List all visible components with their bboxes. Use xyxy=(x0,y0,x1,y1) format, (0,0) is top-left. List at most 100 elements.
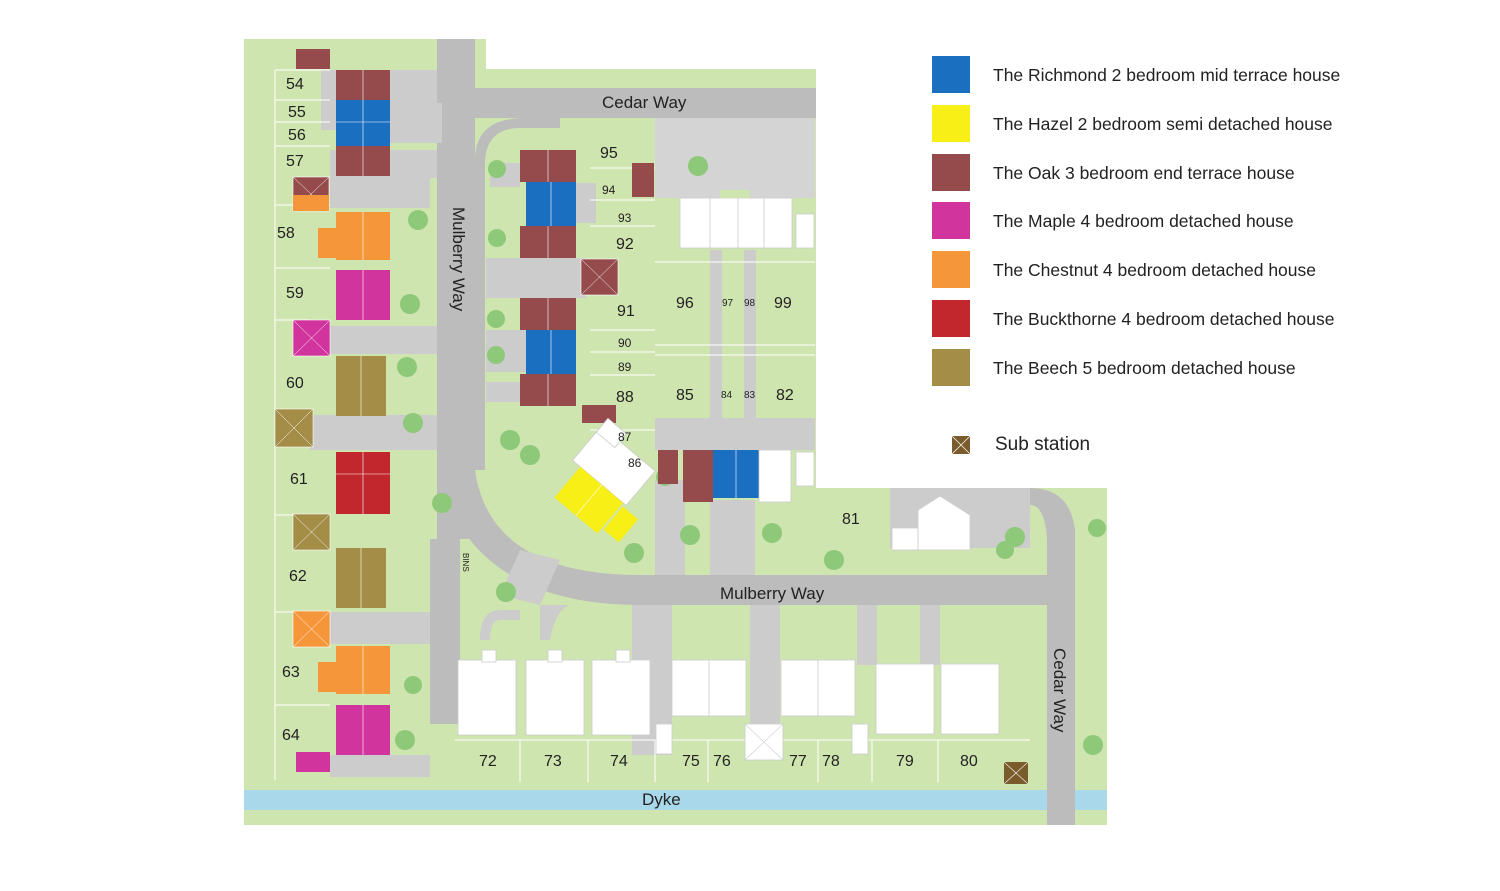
yellow-square xyxy=(932,104,970,142)
house-plot-93-94 xyxy=(526,182,576,226)
dark-red-square xyxy=(932,153,970,191)
plot-99-label: 99 xyxy=(774,295,792,312)
plot-76-label: 76 xyxy=(713,753,731,770)
plot-72-label: 72 xyxy=(479,753,497,770)
house-plot-64 xyxy=(336,705,390,755)
plot-81-label: 81 xyxy=(842,511,860,528)
plot-55-label: 55 xyxy=(288,104,306,121)
plot-77-label: 77 xyxy=(789,753,807,770)
legend-item: The Beech 5 bedroom detached house xyxy=(932,348,1452,386)
house-plot-55-56 xyxy=(336,100,390,146)
plot-79-label: 79 xyxy=(896,753,914,770)
legend-item: The Buckthorne 4 bedroom detached house xyxy=(932,300,1452,337)
house-plot-73 xyxy=(525,649,585,736)
plot-82-label: 82 xyxy=(776,387,794,404)
plot-83-label: 83 xyxy=(744,390,756,401)
house-plot-57 xyxy=(336,146,390,176)
house-plot-91 xyxy=(520,298,576,330)
plot-78-label: 78 xyxy=(822,753,840,770)
house-plot-89-90 xyxy=(526,330,576,374)
plot-94-label: 94 xyxy=(602,183,616,197)
plot-86-label: 86 xyxy=(628,456,642,470)
road-label-cedar-way-right: Cedar Way xyxy=(1050,648,1069,733)
legend-label: The Hazel 2 bedroom semi detached house xyxy=(993,113,1333,134)
plot-63-label: 63 xyxy=(282,664,300,681)
legend-label: The Maple 4 bedroom detached house xyxy=(993,211,1294,232)
garage-62 xyxy=(292,610,331,648)
road-label-mulberry-way-left: Mulberry Way xyxy=(449,207,468,312)
dyke xyxy=(244,790,1107,810)
terrace-plot-96-99 xyxy=(679,190,815,249)
legend-label: The Richmond 2 bedroom mid terrace house xyxy=(993,65,1341,85)
garage-60 xyxy=(274,408,314,448)
mulberry-way-road-left xyxy=(437,39,475,539)
plot-64-label: 64 xyxy=(282,727,300,744)
house-plot-81 xyxy=(891,495,971,551)
house-plot-59 xyxy=(336,270,390,320)
house-plot-58 xyxy=(318,212,390,260)
bins-label: BINS xyxy=(461,553,470,572)
house-plot-61 xyxy=(336,452,390,514)
plot-61-label: 61 xyxy=(290,471,308,488)
garage-92 xyxy=(580,258,619,296)
house-plot-85 xyxy=(683,450,713,502)
house-plot-95 xyxy=(520,150,576,182)
blue-square xyxy=(932,56,970,93)
orange-square xyxy=(932,251,970,289)
substation-marker xyxy=(1003,761,1029,785)
road-label-cedar-way-top: Cedar Way xyxy=(602,93,687,112)
plot-95-label: 95 xyxy=(600,145,618,162)
plot-88-label: 88 xyxy=(616,389,634,406)
plot-85-label: 85 xyxy=(676,387,694,404)
house-plot-72 xyxy=(457,649,517,736)
plot-90-label: 90 xyxy=(618,336,632,350)
plot-97-label: 97 xyxy=(722,298,734,309)
legend-label-substation: Sub station xyxy=(995,434,1091,455)
garage-59 xyxy=(292,319,331,357)
road-label-mulberry-way-bottom: Mulberry Way xyxy=(720,584,825,603)
house-plot-88 xyxy=(520,374,576,406)
legend-item: The Hazel 2 bedroom semi detached house xyxy=(932,104,1452,142)
legend-label: The Buckthorne 4 bedroom detached house xyxy=(993,309,1335,329)
plot-60-label: 60 xyxy=(286,375,304,392)
site-ground-top-right xyxy=(486,39,816,69)
house-plot-62 xyxy=(336,548,386,608)
plot-59-label: 59 xyxy=(286,285,304,302)
legend-label: The Beech 5 bedroom detached house xyxy=(993,357,1296,378)
plot-98-label: 98 xyxy=(744,298,756,309)
plot-93-label: 93 xyxy=(618,211,632,225)
house-plot-79 xyxy=(875,663,935,735)
house-plot-80 xyxy=(940,663,1000,735)
legend-label: The Chestnut 4 bedroom detached house xyxy=(993,260,1316,281)
plot-91-label: 91 xyxy=(617,303,635,320)
plot-89-label: 89 xyxy=(618,360,632,374)
cedar-way-road-top xyxy=(432,88,816,118)
house-plot-60 xyxy=(336,356,386,416)
legend-item: The Chestnut 4 bedroom detached house xyxy=(932,251,1452,289)
garage-75-76 xyxy=(744,723,784,761)
house-plot-77-78 xyxy=(780,659,869,755)
legend-label: The Oak 3 bedroom end terrace house xyxy=(993,162,1295,183)
red-square xyxy=(932,300,970,337)
plot-56-label: 56 xyxy=(288,127,306,144)
plot-80-label: 80 xyxy=(960,753,978,770)
plot-62-label: 62 xyxy=(289,568,307,585)
plot-54-label: 54 xyxy=(286,76,304,93)
plot-84-label: 84 xyxy=(721,390,733,401)
plot-73-label: 73 xyxy=(544,753,562,770)
plot-87-label: 87 xyxy=(618,430,632,444)
legend-item: The Richmond 2 bedroom mid terrace house xyxy=(932,56,1452,93)
house-plot-82 xyxy=(758,449,792,503)
plot-58-label: 58 xyxy=(277,225,295,242)
house-plot-92 xyxy=(520,226,576,258)
olive-square xyxy=(932,348,970,386)
plot-74-label: 74 xyxy=(610,753,628,770)
substation-icon xyxy=(951,435,971,455)
house-plot-63 xyxy=(318,646,390,694)
pink-square xyxy=(932,202,970,240)
legend-item: The Oak 3 bedroom end terrace house xyxy=(932,153,1452,191)
garage-plot-54 xyxy=(296,49,330,69)
garage-61 xyxy=(292,513,331,551)
legend-item-substation: Sub station xyxy=(951,434,1252,456)
